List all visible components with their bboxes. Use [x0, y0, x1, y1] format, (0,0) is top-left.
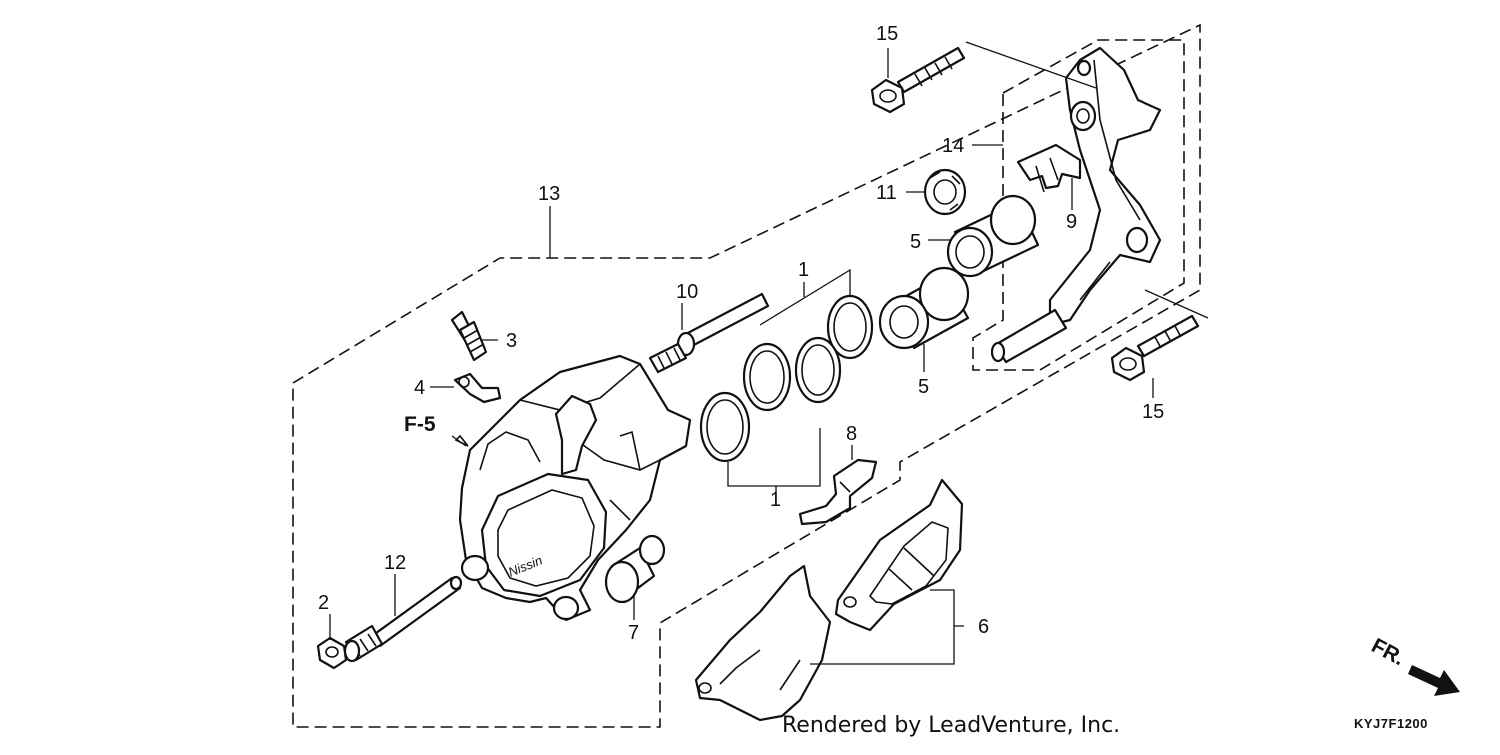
diagram-code: KYJ7F1200	[1354, 716, 1428, 731]
pad-spring-7[interactable]	[1016, 143, 1082, 193]
callout-9: 7	[628, 622, 639, 644]
front-direction-indicator: FR.	[1368, 634, 1460, 696]
piston-5-upper[interactable]	[946, 194, 1040, 278]
reference-f5: F-5	[404, 413, 436, 436]
callout-14: 14	[942, 135, 964, 157]
assembly-13-boundary	[292, 23, 1201, 728]
bleeder-screw-3[interactable]	[450, 310, 488, 362]
pad-pin-12[interactable]	[343, 575, 463, 663]
callout-11: 2	[318, 592, 329, 614]
boot-10[interactable]	[923, 168, 967, 216]
callout-12: 12	[384, 552, 406, 574]
brake-pad-2-inner[interactable]	[834, 478, 964, 632]
pin-bolt-8[interactable]	[648, 292, 770, 374]
callout-6: 8	[846, 423, 857, 445]
callout-7: 9	[1066, 211, 1077, 233]
callout-15-lower: 15	[1142, 401, 1164, 423]
pad-spring-6[interactable]	[798, 458, 878, 526]
callout-8: 10	[676, 281, 698, 303]
pin-plug-11[interactable]	[316, 636, 348, 670]
callout-15-upper: 15	[876, 23, 898, 45]
callout-3: 3	[506, 330, 517, 352]
brake-pad-2-outer[interactable]	[694, 564, 832, 722]
bolt-15-lower[interactable]	[1110, 314, 1200, 382]
caliper-body[interactable]: Nissin	[458, 354, 692, 622]
bleeder-cap-4[interactable]	[453, 372, 502, 404]
callout-13: 13	[538, 183, 560, 205]
credit-line: Rendered by LeadVenture, Inc.	[782, 713, 1120, 738]
plug-9[interactable]	[604, 534, 666, 604]
callout-10: 11	[876, 182, 897, 204]
front-label: FR.	[1368, 634, 1409, 670]
piston-5-lower[interactable]	[878, 266, 970, 350]
callout-5-lower: 5	[918, 376, 929, 398]
seal-set-1-upper[interactable]	[742, 294, 874, 412]
callout-2: 6	[978, 616, 989, 638]
callout-5-upper: 5	[910, 231, 921, 253]
assembly-14-boundary	[972, 39, 1185, 371]
bolt-15-upper[interactable]	[870, 46, 966, 114]
seal-set-1-lower[interactable]	[699, 336, 842, 463]
leader-lines	[329, 41, 1209, 665]
callout-4: 4	[414, 377, 425, 399]
callout-1-lower: 1	[770, 489, 781, 511]
front-arrow-icon	[1408, 665, 1460, 696]
f5-pointer-arrow	[454, 434, 469, 447]
callout-1-upper: 1	[798, 259, 809, 281]
caliper-bracket[interactable]	[990, 46, 1162, 364]
